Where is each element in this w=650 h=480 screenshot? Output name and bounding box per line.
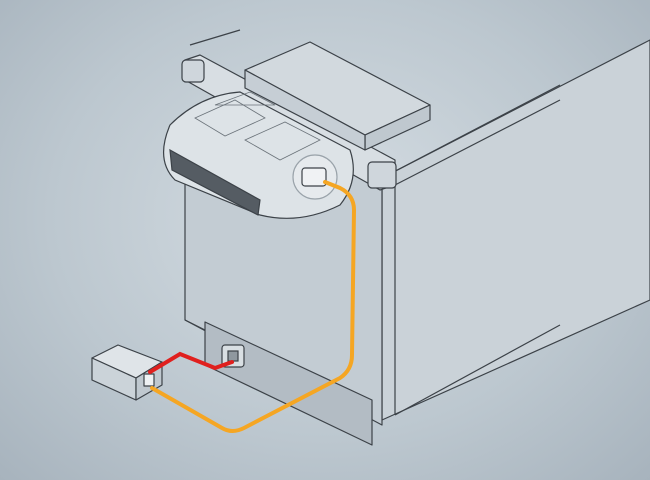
cabinet-top-edge [381, 84, 561, 179]
battery-box [91, 344, 163, 401]
top-unit-front [244, 69, 366, 151]
cabinet-base [204, 321, 373, 446]
cabinet-side-panel [381, 39, 650, 421]
power-connector [301, 167, 327, 187]
socket-plug [227, 350, 239, 362]
battery-wire [148, 351, 234, 374]
corner-cap [181, 59, 205, 83]
ac-front-grille [169, 148, 261, 216]
top-unit-box [244, 41, 431, 151]
cabinet-edge-line [184, 319, 206, 331]
corner-cap [367, 161, 397, 189]
power-wire [150, 180, 357, 433]
cabinet-edge-line [394, 324, 561, 416]
cabinet [181, 29, 650, 446]
ac-vent-grid [194, 91, 321, 161]
cabinet-edge-line [394, 99, 561, 186]
roof-air-conditioner [163, 91, 354, 219]
top-rail-line [189, 29, 241, 46]
battery-terminal [143, 373, 155, 387]
